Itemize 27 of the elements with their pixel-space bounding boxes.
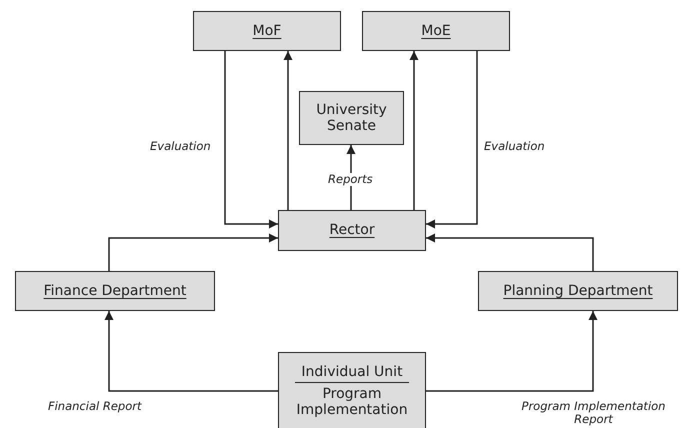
process-box — [15, 271, 215, 311]
edge-label: Evaluation — [484, 140, 545, 154]
box-title: Finance Department — [44, 282, 186, 300]
arrow — [104, 311, 278, 392]
edge-label: Reports — [328, 173, 373, 186]
process-box — [193, 11, 341, 51]
box-title: Individual Unit — [295, 364, 409, 383]
box-title: MoE — [421, 22, 451, 40]
process-box — [278, 352, 426, 428]
arrow — [284, 51, 292, 210]
process-box — [278, 210, 426, 251]
arrow — [410, 51, 418, 210]
box-title: University Senate — [315, 102, 388, 134]
arrow — [108, 234, 278, 271]
box-title: Rector — [329, 222, 375, 239]
arrow — [224, 51, 278, 228]
process-box — [299, 91, 404, 145]
box-title: Planning Department — [503, 282, 653, 300]
process-box — [478, 271, 678, 311]
arrow — [426, 51, 478, 228]
box-title: MoF — [252, 22, 282, 40]
box-text: Program Implementation — [295, 386, 409, 418]
edge-label: Evaluation — [150, 140, 211, 154]
arrow — [426, 234, 594, 271]
process-box — [362, 11, 510, 51]
edge-label: Financial Report — [48, 400, 142, 414]
arrow — [426, 311, 598, 392]
